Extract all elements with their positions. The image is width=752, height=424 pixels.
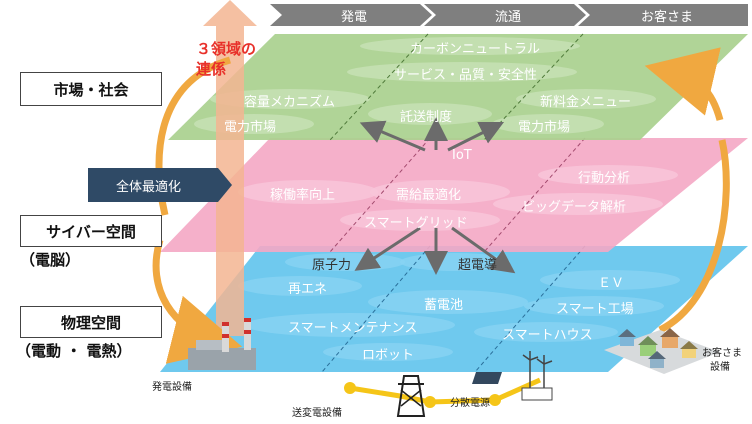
- cyber-layer-plane: [160, 137, 748, 253]
- layer-label-physical: 物理空間: [20, 306, 162, 338]
- green-item-new-tariff: 新料金メニュー: [540, 95, 632, 110]
- layer-label-cyber: サイバー空間: [20, 215, 162, 247]
- radial-arrows: [354, 117, 516, 275]
- blue-item-ev: ＥＶ: [598, 276, 625, 291]
- collab-label-line1: ３領域の: [196, 40, 257, 58]
- green-item-wheeling: 託送制度: [400, 110, 453, 125]
- optimization-arrow: [88, 168, 232, 202]
- blue-item-superconductivity: 超電導: [458, 258, 498, 273]
- blue-item-nuclear: 原子力: [312, 258, 352, 273]
- power-plant-icon: [188, 318, 256, 370]
- blue-item-robot: ロボット: [362, 348, 415, 363]
- label-distributed-generation: 分散電源: [450, 398, 490, 409]
- header-generation: 発電: [340, 9, 367, 25]
- header-customer: お客さま: [640, 9, 693, 25]
- physical-layer-plane: [160, 245, 748, 373]
- pink-item-big-data: ビッグデータ解析: [522, 200, 627, 215]
- blue-item-renewable: 再エネ: [288, 282, 328, 297]
- distributed-gen-icon: [472, 351, 553, 401]
- header-chevron-generation: [270, 4, 432, 26]
- blue-item-smart-factory: スマート工場: [556, 302, 634, 317]
- transmission-icon: [344, 375, 542, 417]
- header-chevrons: [270, 4, 748, 26]
- pink-item-iot: IoT: [452, 148, 472, 163]
- collab-up-arrow: [203, 0, 257, 336]
- layer-sublabel-cyber: （電脳）: [20, 251, 81, 269]
- header-distribution: 流通: [494, 9, 521, 25]
- green-item-power-market-2: 電力市場: [518, 120, 571, 135]
- header-chevron-customer: [578, 4, 748, 26]
- blue-item-smart-maintenance: スマートメンテナンス: [288, 321, 418, 336]
- green-item-capacity-mechanism: 容量メカニズム: [244, 95, 336, 110]
- green-item-power-market-1: 電力市場: [224, 120, 277, 135]
- pink-item-behavior-analysis: 行動分析: [578, 171, 631, 186]
- market-layer-plane: [168, 33, 748, 141]
- green-item-service-quality: サービス・品質・安全性: [394, 68, 538, 83]
- label-generation-facility: 発電設備: [152, 382, 192, 393]
- loop-arrows: [152, 47, 730, 364]
- customer-houses-icon: [604, 328, 720, 374]
- layer-label-market: 市場・社会: [20, 72, 162, 106]
- blue-item-smart-house: スマートハウス: [502, 328, 593, 343]
- pink-item-utilization: 稼働率向上: [270, 188, 336, 203]
- header-chevron-distribution: [424, 4, 586, 26]
- label-customer-line1: お客さま: [702, 348, 742, 359]
- label-transmission-facility: 送変電設備: [292, 408, 342, 419]
- pink-item-smart-grid: スマートグリッド: [364, 216, 468, 231]
- layer-sublabel-physical: （電動 ・ 電熱）: [16, 342, 132, 360]
- pink-item-demand-optimization: 需給最適化: [396, 188, 462, 203]
- green-item-carbon-neutral: カーボンニュートラル: [410, 42, 541, 57]
- collab-label-line2: 連係: [196, 60, 227, 78]
- optimization-label: 全体最適化: [116, 179, 182, 195]
- blue-item-storage-battery: 蓄電池: [424, 298, 464, 313]
- label-customer-line2: 設備: [710, 362, 730, 373]
